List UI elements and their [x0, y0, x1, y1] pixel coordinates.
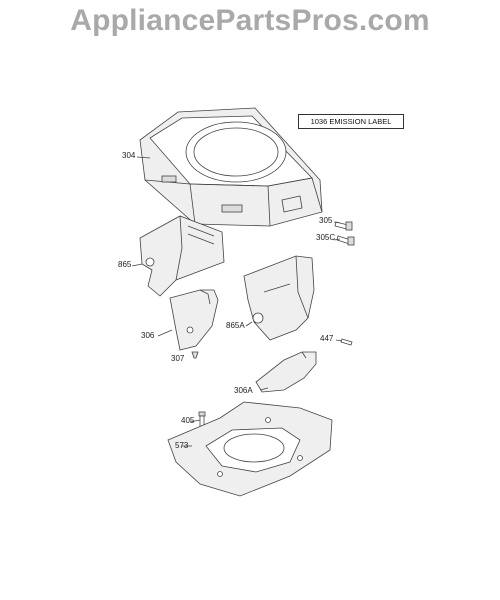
callout-865: 865	[118, 260, 132, 269]
callout-573: 573	[175, 441, 189, 450]
shield-306	[169, 289, 219, 351]
callout-305c: 305C	[316, 233, 336, 242]
baffle-865	[139, 215, 225, 297]
baffle-865a	[243, 255, 315, 341]
pin-307	[191, 351, 199, 359]
callout-447: 447	[320, 334, 334, 343]
callout-405: 405	[181, 416, 195, 425]
callout-306: 306	[141, 331, 155, 340]
callout-865a: 865A	[226, 321, 245, 330]
leader-lines	[131, 156, 343, 447]
base-plate-573	[167, 401, 333, 497]
screw-447	[340, 338, 353, 346]
callout-307: 307	[171, 354, 185, 363]
screw-305	[334, 221, 353, 231]
blower-housing-304	[139, 107, 323, 227]
callout-306a: 306A	[234, 386, 253, 395]
shield-306a	[255, 351, 317, 393]
emission-label-box: 1036 EMISSION LABEL	[298, 114, 404, 129]
watermark-text: AppliancePartsPros.com	[70, 4, 430, 37]
screw-305c	[336, 235, 355, 246]
callout-304: 304	[122, 151, 136, 160]
callout-305: 305	[319, 216, 333, 225]
